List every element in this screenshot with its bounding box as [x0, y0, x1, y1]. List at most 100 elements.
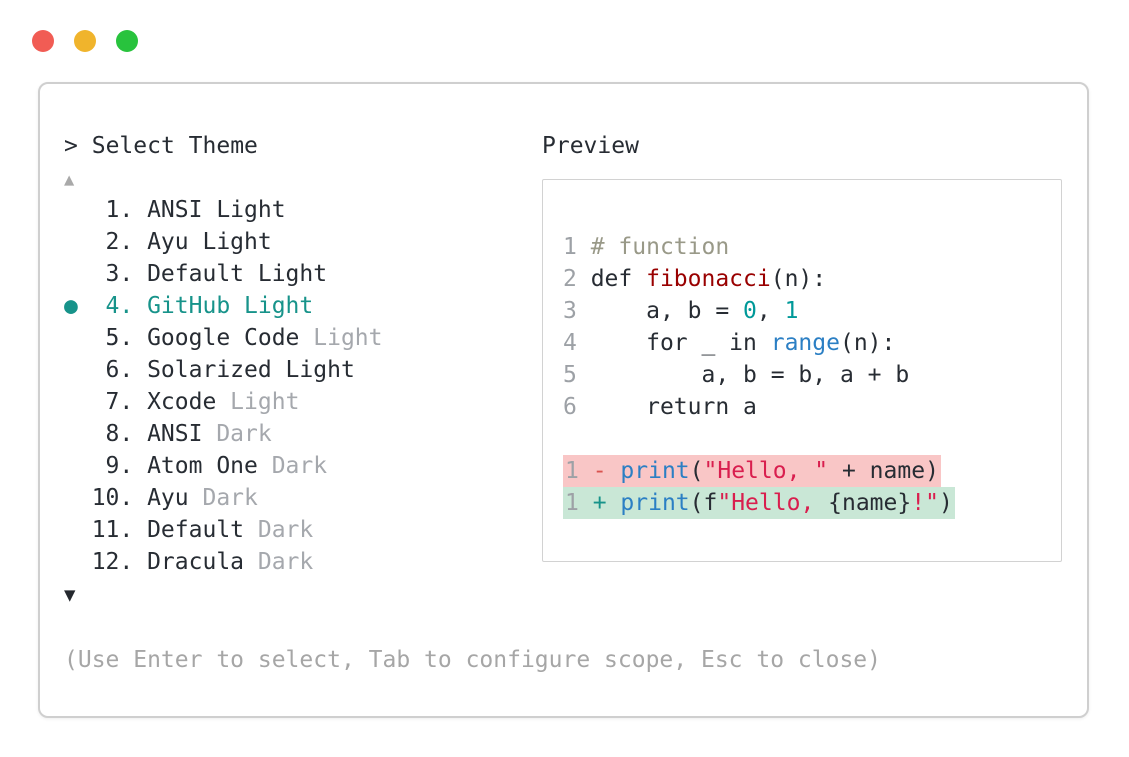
code-token-str: "Hello,: [717, 490, 829, 516]
dot-placeholder: [64, 450, 92, 482]
theme-item-label: Atom One: [147, 453, 258, 479]
theme-picker-panel: > Select Theme ▲ 1. ANSI Light 2. Ayu Li…: [38, 82, 1089, 718]
code-token-comment: # function: [590, 234, 730, 260]
theme-item-variant-label: Dark: [257, 453, 328, 479]
code-token-builtin: print: [620, 490, 690, 516]
theme-item-11[interactable]: 11. Default Dark: [64, 514, 542, 546]
code-token-plain: a, b =: [590, 298, 744, 324]
code-token-plain: def: [590, 266, 647, 292]
code-token-ln: 5: [563, 362, 591, 388]
preview-label: Preview: [542, 133, 639, 159]
code-token-plain: (f: [689, 490, 718, 516]
code-token-builtin: print: [620, 458, 690, 484]
code-blank-line: [563, 423, 1061, 455]
close-window-button[interactable]: [32, 30, 54, 52]
theme-item-number: 4.: [91, 293, 148, 319]
code-token-num: 1: [784, 298, 799, 324]
theme-item-label: Solarized Light: [147, 357, 355, 383]
code-token-ln: 1: [565, 458, 593, 484]
selected-dot-icon: ●: [64, 293, 78, 319]
prompt-marker: >: [64, 133, 78, 159]
theme-item-3[interactable]: 3. Default Light: [64, 258, 542, 290]
code-token-plain: {name}: [828, 490, 912, 516]
code-line: 4 for _ in range(n):: [563, 327, 1061, 359]
theme-item-number: 6.: [91, 357, 148, 383]
dot-placeholder: [64, 386, 92, 418]
theme-item-number: 9.: [91, 453, 148, 479]
theme-item-number: 1.: [91, 197, 148, 223]
theme-item-number: 12.: [91, 549, 148, 575]
theme-item-10[interactable]: 10. Ayu Dark: [64, 482, 542, 514]
code-line: 3 a, b = 0, 1: [563, 295, 1061, 327]
theme-item-number: 8.: [91, 421, 148, 447]
code-line: 5 a, b = b, a + b: [563, 359, 1061, 391]
code-token-plain: ): [938, 490, 953, 516]
theme-list: 1. ANSI Light 2. Ayu Light 3. Default Li…: [64, 194, 542, 578]
code-line: 1 # function: [563, 231, 1061, 263]
code-token-minus: -: [592, 458, 621, 484]
minimize-window-button[interactable]: [74, 30, 96, 52]
code-token-plain: return a: [590, 394, 757, 420]
theme-item-9[interactable]: 9. Atom One Dark: [64, 450, 542, 482]
theme-item-label: Default: [147, 517, 245, 543]
window-controls: [32, 30, 138, 52]
code-token-plus: +: [592, 490, 621, 516]
theme-item-number: 11.: [91, 517, 148, 543]
picker-title: Select Theme: [91, 133, 258, 159]
code-token-plain: + name): [828, 458, 939, 484]
theme-item-number: 2.: [91, 229, 148, 255]
theme-item-label: Google Code: [147, 325, 300, 351]
code-line: 2 def fibonacci(n):: [563, 263, 1061, 295]
theme-item-variant-label: Light: [299, 325, 383, 351]
code-token-plain: (: [689, 458, 704, 484]
scroll-down-icon[interactable]: ▼: [64, 584, 76, 606]
keyboard-hints: (Use Enter to select, Tab to configure s…: [64, 647, 881, 673]
code-token-ln: 4: [563, 330, 591, 356]
theme-item-variant-label: Dark: [244, 517, 314, 543]
theme-list-column: > Select Theme ▲ 1. ANSI Light 2. Ayu Li…: [64, 130, 881, 676]
code-token-plain: for _ in: [590, 330, 771, 356]
code-token-ln: 3: [563, 298, 591, 324]
theme-item-label: Xcode: [147, 389, 217, 415]
theme-item-7[interactable]: 7. Xcode Light: [64, 386, 542, 418]
theme-item-8[interactable]: 8. ANSI Dark: [64, 418, 542, 450]
code-token-builtin: range: [770, 330, 840, 356]
theme-item-number: 5.: [91, 325, 148, 351]
code-token-num: 0: [743, 298, 757, 324]
dot-placeholder: [64, 226, 92, 258]
theme-item-label: Dracula: [147, 549, 245, 575]
theme-item-number: 10.: [91, 485, 148, 511]
theme-item-variant-label: Dark: [244, 549, 314, 575]
theme-item-2[interactable]: 2. Ayu Light: [64, 226, 542, 258]
theme-item-label: Ayu: [147, 485, 189, 511]
code-token-str: "Hello, ": [703, 458, 829, 484]
code-token-ln: 1: [563, 234, 591, 260]
code-token-plain: (n):: [839, 330, 896, 356]
theme-item-4[interactable]: ● 4. GitHub Light: [64, 290, 542, 322]
theme-item-variant-label: Dark: [202, 421, 272, 447]
theme-item-5[interactable]: 5. Google Code Light: [64, 322, 542, 354]
code-token-str: !": [911, 490, 939, 516]
scroll-up-icon[interactable]: ▲: [64, 170, 75, 190]
code-token-plain: a, b = b, a + b: [590, 362, 910, 388]
theme-item-12[interactable]: 12. Dracula Dark: [64, 546, 542, 578]
code-token-ln: 1: [565, 490, 593, 516]
dot-placeholder: [64, 322, 92, 354]
diff-removed-highlight: 1 - print("Hello, " + name): [563, 455, 941, 487]
theme-item-6[interactable]: 6. Solarized Light: [64, 354, 542, 386]
theme-item-1[interactable]: 1. ANSI Light: [64, 194, 542, 226]
code-token-ln: 2: [563, 266, 591, 292]
dot-placeholder: [64, 194, 92, 226]
code-token-plain: (n):: [770, 266, 827, 292]
code-token-fn: fibonacci: [646, 266, 771, 292]
zoom-window-button[interactable]: [116, 30, 138, 52]
diff-added-line: 1 + print(f"Hello, {name}!"): [563, 487, 1061, 519]
theme-item-label: ANSI Light: [147, 197, 286, 223]
dot-placeholder: [64, 546, 92, 578]
theme-item-label: Ayu Light: [147, 229, 272, 255]
theme-item-label: Default Light: [147, 261, 328, 287]
code-line: 6 return a: [563, 391, 1061, 423]
dot-placeholder: [64, 418, 92, 450]
